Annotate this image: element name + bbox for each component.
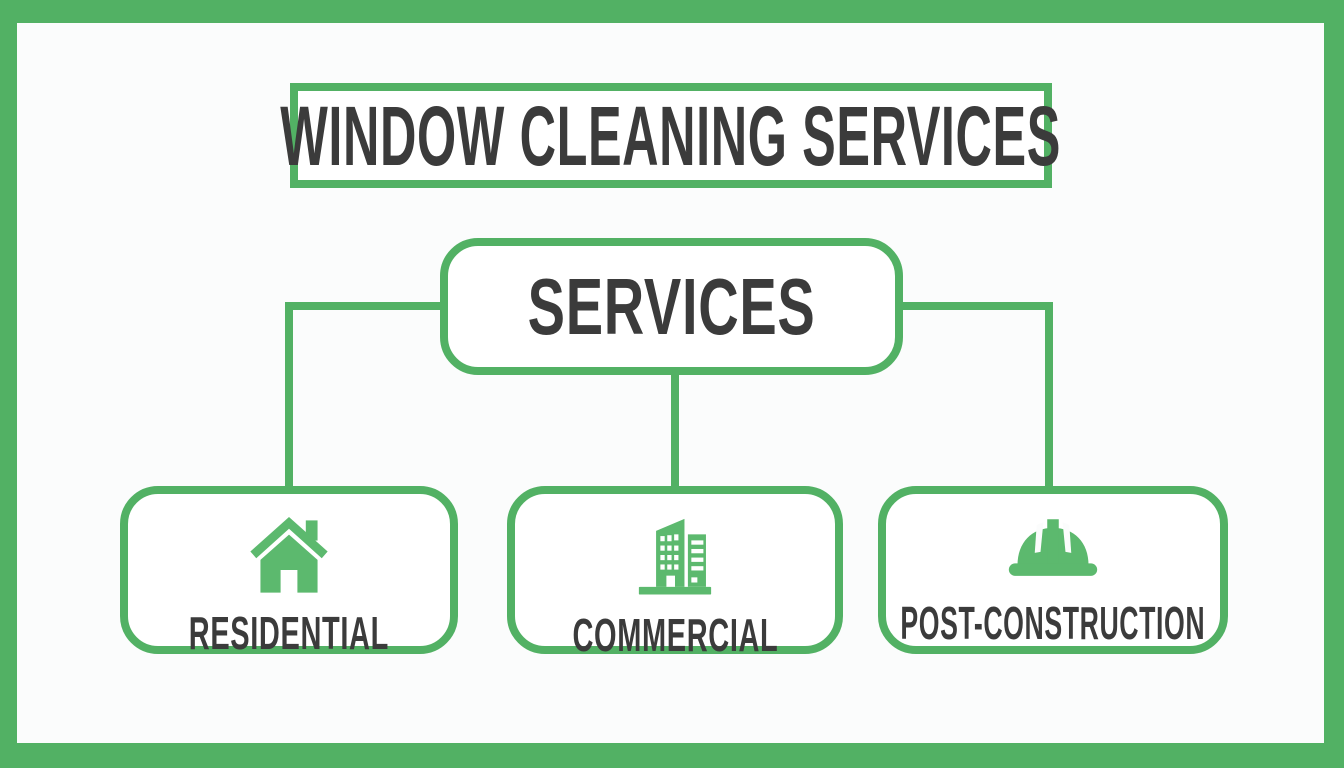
node-commercial: COMMERCIAL: [507, 486, 843, 658]
page-title: WINDOW CLEANING SERVICES: [280, 88, 1062, 183]
node-residential-label: RESIDENTIAL: [188, 607, 390, 659]
house-icon: [247, 512, 331, 596]
connector-right-horizontal: [899, 302, 1053, 310]
node-residential: RESIDENTIAL: [120, 486, 458, 659]
node-post-construction: POST-CONSTRUCTION: [878, 486, 1228, 654]
connector-right-vertical: [1045, 302, 1053, 492]
connector-left-horizontal: [289, 302, 444, 310]
node-commercial-label: COMMERCIAL: [572, 609, 778, 661]
hard-hat-icon: [1005, 512, 1101, 586]
node-post-construction-label: POST-CONSTRUCTION: [900, 597, 1206, 649]
connector-center-vertical: [671, 368, 679, 492]
title-box: WINDOW CLEANING SERVICES: [281, 83, 1061, 188]
node-services: SERVICES: [440, 238, 903, 375]
connector-left-vertical: [285, 302, 293, 492]
node-services-label: SERVICES: [527, 261, 816, 351]
building-icon: [632, 512, 718, 598]
